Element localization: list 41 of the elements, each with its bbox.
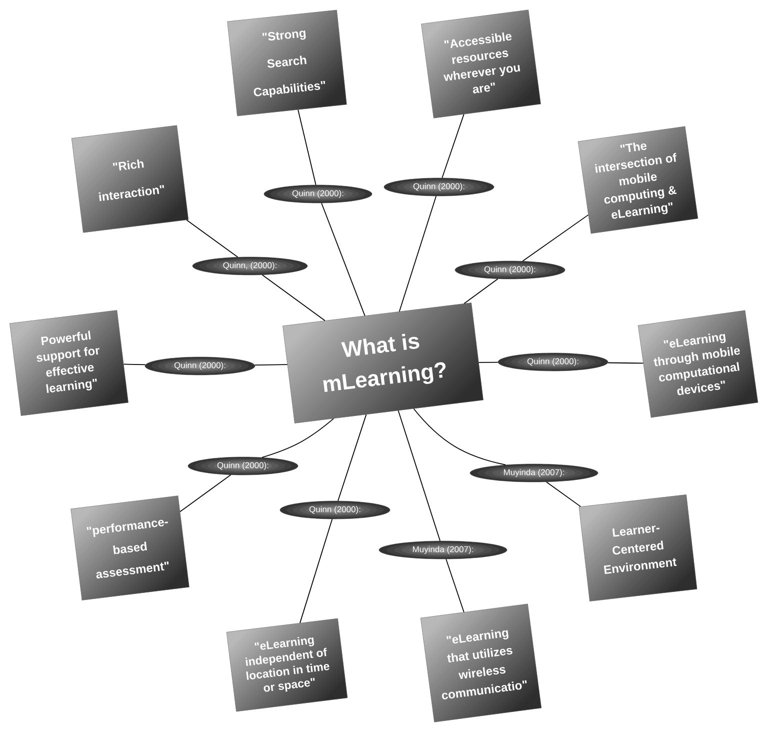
citation-text: Quinn (2000): xyxy=(413,183,464,191)
connector-line xyxy=(298,109,316,186)
citation-text: Muyinda (2007): xyxy=(412,546,473,554)
connector-line xyxy=(180,474,232,512)
connector-line xyxy=(442,114,464,178)
connector-line xyxy=(321,202,366,316)
connector-line xyxy=(123,364,146,366)
quote-text: "Rich interaction" xyxy=(98,159,164,202)
connector-line xyxy=(446,558,464,613)
connector-line xyxy=(478,362,498,363)
connector-line xyxy=(300,518,333,624)
quote-text: "performance-based assessment" xyxy=(86,520,169,578)
quote-text: "The intersection of mobile computing & eLearning" xyxy=(594,142,677,219)
connector-line xyxy=(338,414,367,502)
connector-line xyxy=(254,364,288,366)
citation-text: Quinn (2000): xyxy=(217,462,268,470)
connector-line xyxy=(413,408,506,466)
connector-line xyxy=(546,482,582,508)
quote-text: Learner-Centered Environment xyxy=(604,526,677,574)
citation-text: Muyinda (2007): xyxy=(504,469,564,477)
citation-text: Quinn (2000): xyxy=(309,506,360,514)
connector-line xyxy=(262,274,326,322)
connector-line xyxy=(398,410,441,542)
connector-line xyxy=(398,196,437,312)
citation-text: Quinn (2000): xyxy=(292,190,344,198)
citation-text: Quinn (2000): xyxy=(174,362,226,370)
quote-text: "Accessible resources wherever you are" xyxy=(443,32,520,94)
citation-text: Quinn (2000): xyxy=(527,358,578,366)
quote-text: "eLearning independent of location in time or space" xyxy=(245,636,330,692)
connector-line xyxy=(522,214,589,262)
citation-text: Quinn, (2000): xyxy=(223,262,276,270)
connector-line xyxy=(186,220,238,258)
connector-line xyxy=(262,418,334,458)
topic-title: What is mLearning? xyxy=(323,334,446,392)
citation-text: Quinn (2000): xyxy=(484,266,536,274)
quote-text: "eLearning that utilizes wireless communicatio" xyxy=(442,630,527,700)
quote-text: "Strong Search Capabilities" xyxy=(254,30,325,98)
connector-line xyxy=(608,362,644,364)
quote-text: "eLearning through mobile computational devices" xyxy=(654,334,740,396)
connector-line xyxy=(464,278,498,304)
quote-text: Powerful support for effective learning" xyxy=(36,330,100,393)
